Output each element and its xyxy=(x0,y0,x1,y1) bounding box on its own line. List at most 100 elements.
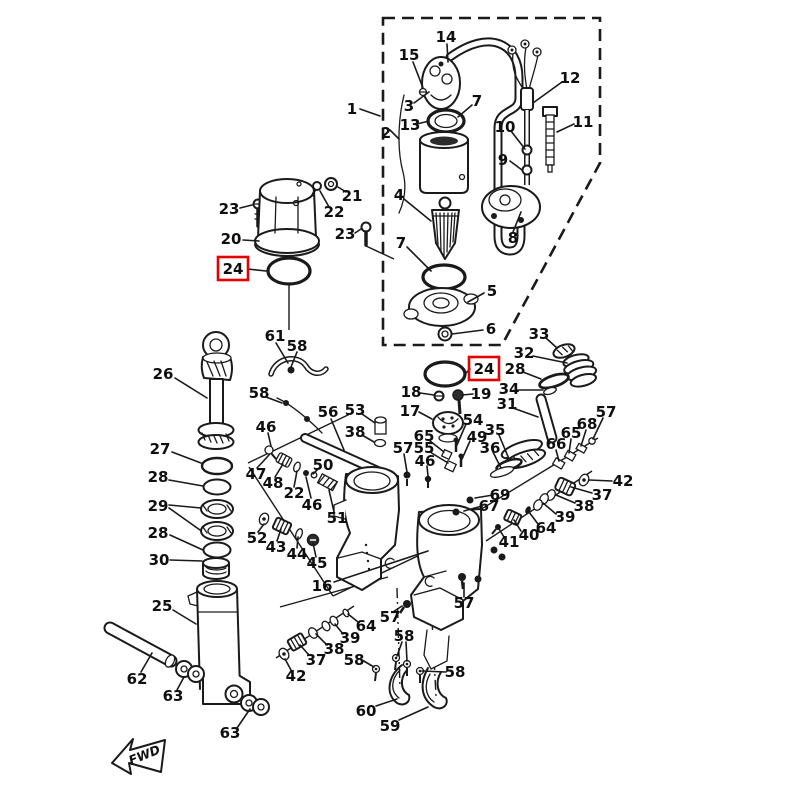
leader-line xyxy=(413,91,430,104)
leader-line xyxy=(545,337,558,349)
cable-bead-58 xyxy=(283,400,289,406)
part-label-24[interactable]: 24 xyxy=(223,260,244,278)
seal-29a xyxy=(200,499,234,519)
part-label-9: 9 xyxy=(498,151,508,169)
leader-line xyxy=(403,198,432,222)
leader-line xyxy=(588,479,613,482)
part-label-24[interactable]: 24 xyxy=(474,360,495,378)
leader-line xyxy=(265,396,283,404)
tilt-rod-assembly xyxy=(489,343,598,535)
part-label-3: 3 xyxy=(404,97,414,115)
leader-line xyxy=(239,204,253,209)
part-label-22: 22 xyxy=(284,484,305,502)
part-label-8: 8 xyxy=(508,229,518,247)
bolt-57 xyxy=(458,573,466,581)
part-label-37: 37 xyxy=(592,486,613,504)
pin-54 xyxy=(453,437,459,443)
part-label-23: 23 xyxy=(219,200,240,218)
leader-line xyxy=(312,542,317,558)
anchor-hook-59 xyxy=(421,667,448,710)
o-ring-13 xyxy=(426,108,466,134)
o-ring-24-left xyxy=(266,256,312,286)
trim-rod-assembly xyxy=(103,331,270,716)
leader-line xyxy=(293,470,298,488)
leader-line xyxy=(510,130,526,150)
part-label-1: 1 xyxy=(347,100,357,118)
o-ring-28b xyxy=(202,541,232,559)
part-label-46: 46 xyxy=(256,418,277,436)
part-label-38: 38 xyxy=(345,423,366,441)
leader-line xyxy=(498,528,505,538)
leader-line xyxy=(168,504,202,509)
leader-line xyxy=(169,559,203,562)
highlight-box-24[interactable] xyxy=(216,255,250,282)
highlight-boxes xyxy=(216,255,501,382)
part-label-28: 28 xyxy=(148,524,169,542)
part-label-38: 38 xyxy=(574,497,595,515)
part-label-63: 63 xyxy=(163,687,184,705)
part-label-27: 27 xyxy=(150,440,171,458)
motor-detail-boundary xyxy=(381,16,602,347)
part-label-67: 67 xyxy=(479,497,500,515)
armature xyxy=(431,209,460,260)
leader-line xyxy=(361,434,375,443)
fitting-65 xyxy=(563,449,577,462)
leader-line xyxy=(328,489,335,513)
part-label-43: 43 xyxy=(266,538,287,556)
ball-57 xyxy=(588,437,596,445)
part-label-37: 37 xyxy=(306,651,327,669)
o-ring-27 xyxy=(200,456,234,476)
cap-33 xyxy=(552,343,576,359)
leader-line xyxy=(456,423,467,446)
part-label-21: 21 xyxy=(342,187,363,205)
bushing-48 xyxy=(275,452,293,468)
part-label-17: 17 xyxy=(400,402,421,420)
bushing-43 xyxy=(271,516,293,536)
part-label-35: 35 xyxy=(485,421,506,439)
leader-line xyxy=(426,465,429,477)
leader-line xyxy=(405,641,408,662)
leader-lines xyxy=(140,43,613,729)
leader-line xyxy=(429,451,449,464)
part-label-42: 42 xyxy=(613,472,634,490)
bolt-67 xyxy=(452,508,460,516)
fitting-68 xyxy=(575,442,588,454)
part-label-22: 22 xyxy=(324,203,345,221)
part-label-47: 47 xyxy=(246,465,267,483)
leader-line xyxy=(513,519,522,532)
bolt-58 xyxy=(371,664,381,682)
electric-motor-assembly xyxy=(398,37,558,342)
part-label-65: 65 xyxy=(561,424,582,442)
leader-line xyxy=(568,438,572,454)
leader-line xyxy=(457,104,473,118)
leader-line xyxy=(172,609,197,625)
wire-sleeve-12 xyxy=(520,87,534,111)
leader-line xyxy=(275,342,289,364)
part-label-31: 31 xyxy=(497,395,518,413)
part-label-15: 15 xyxy=(399,46,420,64)
motor-frame xyxy=(419,139,469,194)
bolt-57 xyxy=(403,600,411,608)
leader-line xyxy=(542,502,557,515)
part-label-65: 65 xyxy=(414,427,435,445)
leader-line xyxy=(312,467,320,475)
pin-64 xyxy=(342,608,350,618)
ring-38 xyxy=(373,438,387,448)
part-label-5: 5 xyxy=(487,282,497,300)
highlight-box-24[interactable] xyxy=(467,355,501,382)
cable-bead-58 xyxy=(287,366,295,374)
leader-line xyxy=(140,652,153,673)
leader-line xyxy=(398,706,429,721)
leader-line xyxy=(522,371,542,380)
part-label-30: 30 xyxy=(149,551,170,569)
leader-line xyxy=(416,120,430,125)
leader-line xyxy=(171,451,202,464)
leader-line xyxy=(337,186,347,193)
part-label-39: 39 xyxy=(555,508,576,526)
part-label-29: 29 xyxy=(148,497,169,515)
screw-23b xyxy=(360,221,372,233)
leader-line xyxy=(392,605,403,613)
part-label-28: 28 xyxy=(148,468,169,486)
screw-46 xyxy=(303,470,309,476)
